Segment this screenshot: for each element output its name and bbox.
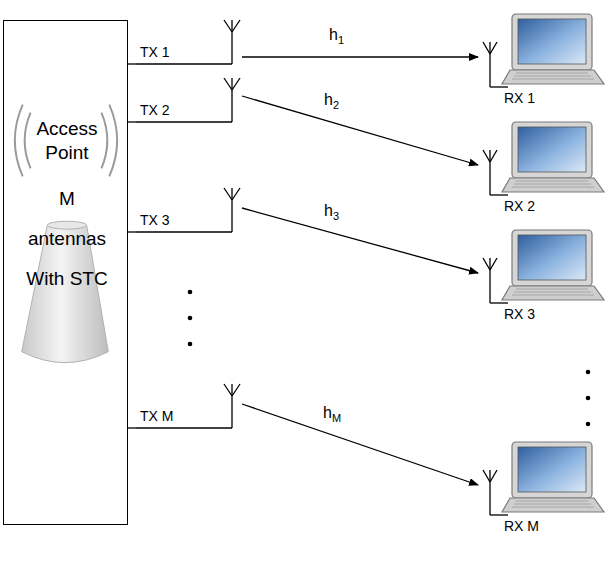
rx-laptop-node: RX 3 bbox=[478, 228, 606, 324]
antenna-label: RX 1 bbox=[504, 90, 535, 107]
laptop-receiver bbox=[478, 440, 606, 536]
channel-arrow bbox=[242, 208, 478, 273]
channel-label: h1 bbox=[327, 26, 346, 49]
laptop-receiver bbox=[478, 228, 606, 324]
antenna-label: RX 2 bbox=[504, 198, 535, 215]
rx-laptop-node: RX 1 bbox=[478, 12, 606, 108]
rx-laptop-node: RX M bbox=[478, 440, 606, 536]
feed-wire bbox=[128, 231, 136, 232]
channel-arrow bbox=[242, 56, 478, 57]
feed-wire bbox=[128, 427, 136, 428]
antenna-label: RX 3 bbox=[504, 306, 535, 323]
laptop-receiver bbox=[478, 12, 606, 108]
tx-antenna-node: TX 2 bbox=[136, 76, 242, 124]
access-point-box: Access Point M antennas With STC bbox=[3, 20, 128, 525]
channel-label: hM bbox=[321, 404, 343, 427]
tx-antenna-node: TX 1 bbox=[136, 18, 242, 66]
channel-arrow bbox=[242, 96, 478, 165]
antenna-label: RX M bbox=[504, 518, 539, 535]
channel-arrow bbox=[242, 404, 478, 485]
tx-antenna-node: TX 3 bbox=[136, 186, 242, 234]
antenna-label: TX 1 bbox=[140, 44, 170, 61]
antenna-label: TX 3 bbox=[140, 212, 170, 229]
box-title: M antennas With STC bbox=[23, 179, 111, 299]
feed-wire bbox=[128, 63, 136, 64]
antenna-label: TX 2 bbox=[140, 102, 170, 119]
channel-label: h3 bbox=[322, 202, 341, 225]
laptop-receiver bbox=[478, 120, 606, 216]
channel-label: h2 bbox=[322, 91, 341, 114]
box-title: Access Point bbox=[31, 117, 103, 165]
feed-wire bbox=[128, 121, 136, 122]
rx-laptop-node: RX 2 bbox=[478, 120, 606, 216]
tx-antenna-node: TX M bbox=[136, 382, 242, 430]
antenna-label: TX M bbox=[140, 408, 173, 425]
